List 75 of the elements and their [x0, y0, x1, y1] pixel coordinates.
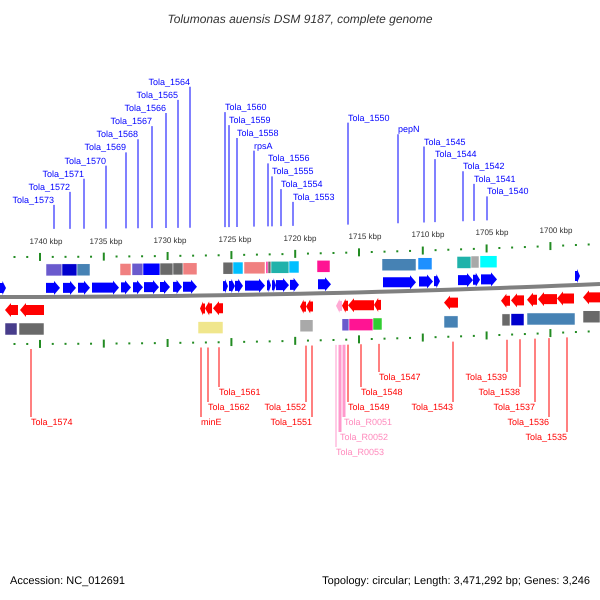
gene-label: Tola_1539	[465, 372, 507, 382]
gene-label: Tola_1545	[424, 136, 466, 146]
gene-label: Tola_1540	[487, 186, 529, 196]
gene-label: Tola_1571	[42, 168, 84, 179]
gene-label: Tola_1535	[525, 432, 567, 442]
gene-label: Tola_1555	[272, 166, 314, 176]
gene-label: Tola_1560	[225, 102, 267, 112]
gene-label: Tola_1566	[124, 103, 166, 113]
gene-label: Tola_1574	[31, 417, 73, 427]
gene-label: Tola_1556	[268, 153, 310, 164]
scale-label: 1710 kbp	[412, 230, 444, 240]
leader-line	[506, 339, 508, 372]
gene-label: Tola_1562	[208, 402, 250, 412]
scale-label: 1735 kbp	[90, 236, 122, 247]
gene-label: Tola_1544	[435, 149, 477, 160]
gene-label: Tola_1559	[229, 115, 271, 126]
gene-label: Tola_1573	[12, 194, 54, 205]
gene-label: Tola_1558	[237, 128, 279, 138]
leader-line	[360, 344, 362, 388]
gene-label: Tola_1547	[379, 372, 421, 382]
gene-label: Tola_R0053	[336, 447, 384, 457]
gene-label: Tola_1551	[270, 417, 312, 427]
gene-label: Tola_1554	[281, 179, 323, 190]
leader-line	[548, 338, 550, 418]
leader-line	[228, 124, 230, 228]
leader-line	[236, 137, 238, 228]
gene-label: rpsA	[254, 140, 273, 151]
leader-line	[486, 196, 488, 221]
leader-line	[280, 188, 282, 227]
gene-label: Tola_1570	[64, 156, 106, 166]
gene-label: pepN	[398, 124, 420, 134]
leader-line	[224, 112, 226, 228]
leader-line	[218, 346, 220, 388]
scale-label: 1720 kbp	[284, 234, 316, 244]
scale-label: 1740 kbp	[30, 236, 62, 247]
scale-label: 1700 kbp	[540, 226, 572, 236]
leader-line	[292, 201, 294, 226]
gene-label: Tola_1569	[84, 142, 126, 152]
gene-label: Tola_1537	[493, 402, 535, 412]
accession-text: Accession: NC_012691	[10, 575, 125, 588]
leader-line	[342, 344, 346, 417]
gene-label: Tola_1541	[474, 174, 516, 184]
leader-line	[338, 344, 342, 432]
gene-label: Tola_1567	[110, 116, 152, 126]
gene-label: Tola_R0052	[340, 432, 388, 442]
leader-line	[462, 170, 464, 222]
gene-label: Tola_1561	[219, 387, 261, 397]
gene-label: Tola_1565	[136, 90, 178, 100]
gene-label: Tola_1549	[348, 402, 390, 412]
scale-label: 1730 kbp	[154, 236, 186, 246]
gene-label: Tola_1536	[507, 417, 549, 427]
leader-line	[534, 338, 536, 402]
leader-line	[566, 336, 568, 432]
gene-label: Tola_1552	[264, 402, 306, 412]
leader-line	[452, 341, 454, 402]
leader-line	[30, 348, 32, 418]
genome-info-text: Topology: circular; Length: 3,471,292 bp; Genes: 3,246	[322, 575, 590, 588]
gene-label: Tola_1538	[478, 387, 520, 397]
leader-line	[378, 343, 380, 372]
title: Tolumonas auensis DSM 9187, complete genome	[166, 12, 434, 26]
gene-label: Tola_1548	[361, 387, 403, 397]
gene-label: minE	[201, 417, 222, 427]
gene-label: Tola_1543	[411, 402, 453, 412]
scale-label: 1725 kbp	[218, 235, 252, 245]
gene-label: Tola_1568	[96, 129, 138, 140]
scale-label: 1705 kbp	[476, 228, 508, 238]
leader-line	[434, 158, 436, 223]
leader-line	[200, 347, 202, 418]
scale-label: 1715 kbp	[348, 232, 382, 242]
gene-label: Tola_1572	[28, 182, 70, 192]
gene-label: Tola_R0051	[344, 417, 392, 427]
gene-label: Tola_1542	[463, 161, 505, 172]
gene-label: Tola_1564	[148, 76, 190, 87]
gene-label: Tola_1553	[293, 192, 335, 202]
gene-label: Tola_1550	[348, 112, 390, 123]
